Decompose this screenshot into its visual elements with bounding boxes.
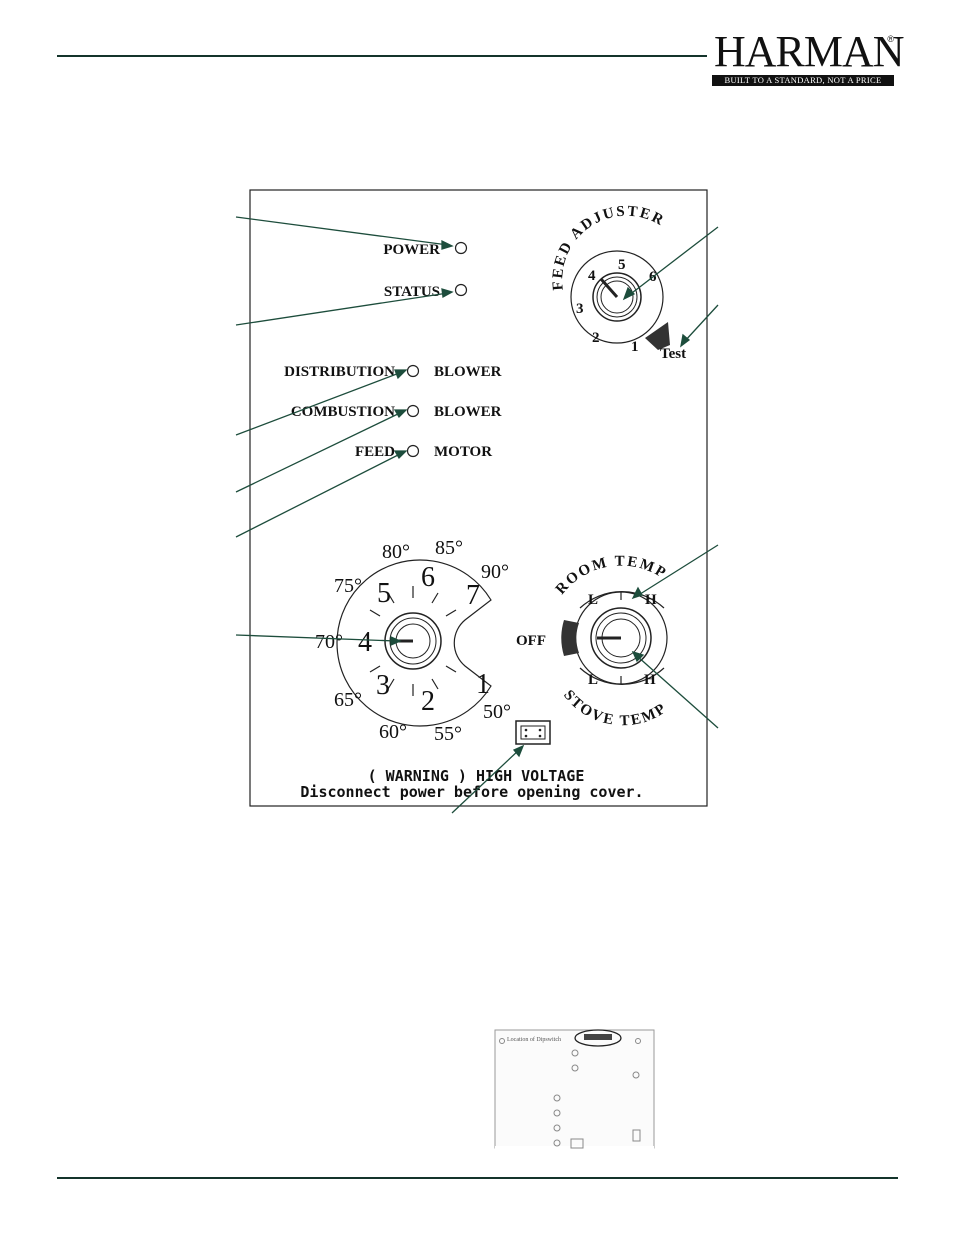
logo-registered-mark: ® bbox=[887, 34, 894, 44]
dipswitch-location-inset: Location of Dipswitch bbox=[494, 1029, 655, 1149]
dial-number-5: 5 bbox=[377, 578, 391, 609]
dial-number-1: 1 bbox=[476, 669, 490, 700]
room-high-label: H bbox=[645, 592, 657, 608]
feed-motor-led bbox=[406, 444, 420, 458]
dial-degree-75: 75° bbox=[334, 575, 362, 597]
feed-setting-4: 4 bbox=[588, 268, 596, 284]
inset-label: Location of Dipswitch bbox=[507, 1036, 561, 1043]
dial-degree-50: 50° bbox=[483, 701, 511, 723]
warning-line-1: ( WARNING ) HIGH VOLTAGE bbox=[368, 767, 585, 785]
dial-number-2: 2 bbox=[421, 686, 435, 717]
header-rule bbox=[57, 55, 707, 57]
dial-degree-85: 85° bbox=[435, 537, 463, 559]
harman-logo: HARMAN ® BUILT TO A STANDARD, NOT A PRIC… bbox=[706, 30, 905, 88]
dial-number-4: 4 bbox=[358, 627, 372, 658]
dipswitch-highlight-oval bbox=[574, 1029, 622, 1047]
feed-test-wedge bbox=[645, 322, 670, 350]
dial-degree-60: 60° bbox=[379, 721, 407, 743]
temperature-dial bbox=[336, 559, 492, 727]
warning-line-2: Disconnect power before opening cover. bbox=[300, 783, 643, 801]
logo-wordmark: HARMAN bbox=[714, 27, 905, 76]
dial-degree-70: 70° bbox=[315, 631, 343, 653]
mode-off-label: OFF bbox=[516, 633, 546, 649]
off-position-wedge bbox=[561, 620, 579, 656]
distribution-label: DISTRIBUTION bbox=[284, 364, 395, 380]
feed-setting-5: 5 bbox=[618, 257, 626, 273]
power-label: POWER bbox=[383, 242, 440, 258]
dial-number-6: 6 bbox=[421, 562, 435, 593]
feed-adjuster-knob bbox=[570, 250, 670, 350]
distribution-blower-label: BLOWER bbox=[434, 364, 502, 380]
combustion-blower-label: BLOWER bbox=[434, 404, 502, 420]
dipswitch-connector bbox=[515, 720, 551, 745]
feed-setting-3: 3 bbox=[576, 301, 584, 317]
combustion-blower-led bbox=[406, 404, 420, 418]
status-led bbox=[454, 283, 468, 297]
dial-number-7: 7 bbox=[466, 580, 480, 611]
footer-rule bbox=[57, 1177, 898, 1179]
feed-setting-2: 2 bbox=[592, 330, 600, 346]
power-led bbox=[454, 241, 468, 255]
dial-degree-90: 90° bbox=[481, 561, 509, 583]
stove-temp-label: STOVE TEMP bbox=[560, 687, 670, 729]
combustion-label: COMBUSTION bbox=[291, 404, 395, 420]
dial-number-3: 3 bbox=[376, 670, 390, 701]
stove-high-label: H bbox=[644, 672, 656, 688]
room-low-label: L bbox=[588, 592, 598, 608]
feed-setting-1: 1 bbox=[631, 339, 639, 355]
feed-motor-label: MOTOR bbox=[434, 444, 492, 460]
feed-label: FEED bbox=[355, 444, 395, 460]
logo-tagline: BUILT TO A STANDARD, NOT A PRICE bbox=[712, 75, 894, 86]
control-panel-outline bbox=[249, 189, 708, 807]
distribution-blower-led bbox=[406, 364, 420, 378]
dial-degree-80: 80° bbox=[382, 541, 410, 563]
dial-degree-65: 65° bbox=[334, 689, 362, 711]
status-label: STATUS bbox=[384, 284, 440, 300]
feed-test-label: Test bbox=[660, 346, 686, 362]
dial-degree-55: 55° bbox=[434, 723, 462, 745]
stove-low-label: L bbox=[588, 672, 598, 688]
callout-leaders bbox=[235, 216, 719, 814]
